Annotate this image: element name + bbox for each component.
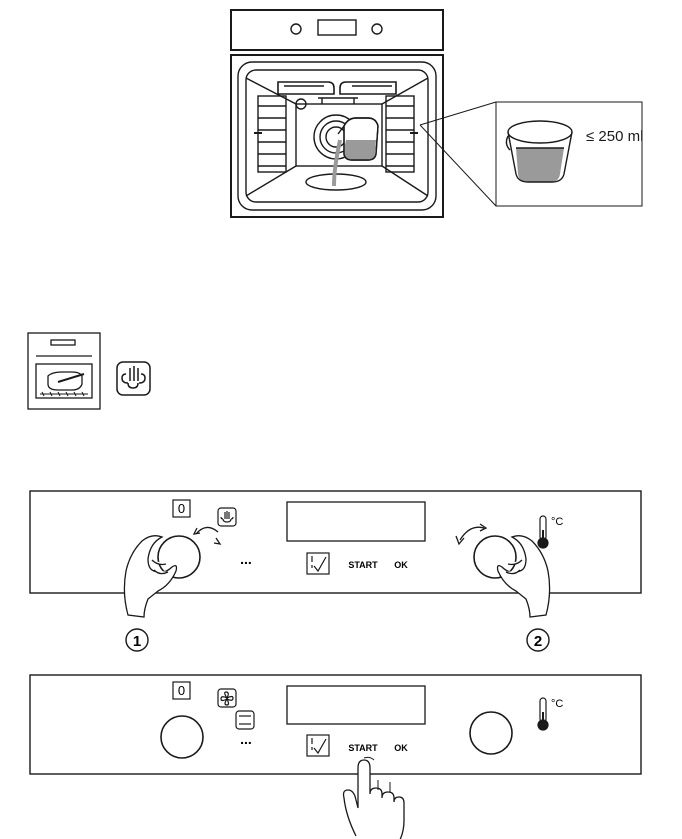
left-shelf-supports [254,95,287,173]
right-shelf-supports [385,95,418,173]
oven-body [230,54,444,218]
svg-text:2: 2 [534,633,542,650]
panel-1-steam-function-icon[interactable] [217,507,237,527]
panel-2-start-button[interactable]: START [348,743,378,753]
oven-illustration [230,9,444,218]
callout-leader [419,101,497,207]
measuring-jug-icon [505,120,573,183]
step-marker-2: 2 [526,628,550,652]
panel-1-check-time-icon[interactable] [306,552,330,575]
oven-lamp [295,98,307,110]
pouring-jug [337,117,379,161]
svg-text:1: 1 [133,633,141,650]
pointing-hand-icon [342,756,405,839]
panel-2-thermometer-icon [537,697,549,731]
panel-1-temp-unit: °C [551,516,563,528]
panel-2-display [286,685,426,725]
panel-2-zero-label: 0 [178,683,185,698]
panel-1-zero-label: 0 [178,501,185,516]
oven-display [317,19,357,36]
panel-2-temperature-knob[interactable] [469,711,513,755]
panel-2-ellipsis: ... [240,731,252,747]
panel-1-function-knob[interactable] [157,535,201,579]
panel-2-temp-unit: °C [551,698,563,710]
panel-1-right-hand-icon [496,535,551,618]
panel-1-start-button[interactable]: START [348,560,378,570]
oven-with-dish-icon [27,332,101,410]
oven-back-wall [295,103,383,167]
panel-1-right-rotate-arrow [455,523,488,546]
water-stream [332,139,342,187]
panel-1-ok-button[interactable]: OK [394,560,408,570]
control-panel-1: 0 ... START OK [29,490,642,618]
panel-2-ok-button[interactable]: OK [394,743,408,753]
control-panel-2: 0 ... START OK °C [29,674,642,775]
capacity-callout: ≤ 250 ml [495,101,643,207]
oven-cavity-outer [237,61,437,211]
panel-1-left-hand-icon [123,535,178,618]
oven-control-strip [230,9,444,51]
step-marker-1: 1 [125,628,149,652]
capacity-label: ≤ 250 ml [586,128,643,145]
oven-cavity-inner [245,69,429,203]
panel-2-function-knob[interactable] [160,715,204,759]
panel-1-ellipsis: ... [240,551,252,567]
panel-1-temperature-knob[interactable] [473,535,517,579]
panel-1-display [286,501,426,542]
steam-function-icon [116,361,151,396]
panel-1-left-rotate-arrow [192,526,222,545]
panel-2-fan-icon[interactable] [217,688,237,708]
oven-left-knob [290,23,302,35]
panel-1-thermometer-icon [537,515,549,549]
oven-right-knob [371,23,383,35]
panel-2-oven-heat-icon[interactable] [235,710,255,730]
grill-element [277,81,397,95]
panel-2-check-time-icon[interactable] [306,734,330,757]
